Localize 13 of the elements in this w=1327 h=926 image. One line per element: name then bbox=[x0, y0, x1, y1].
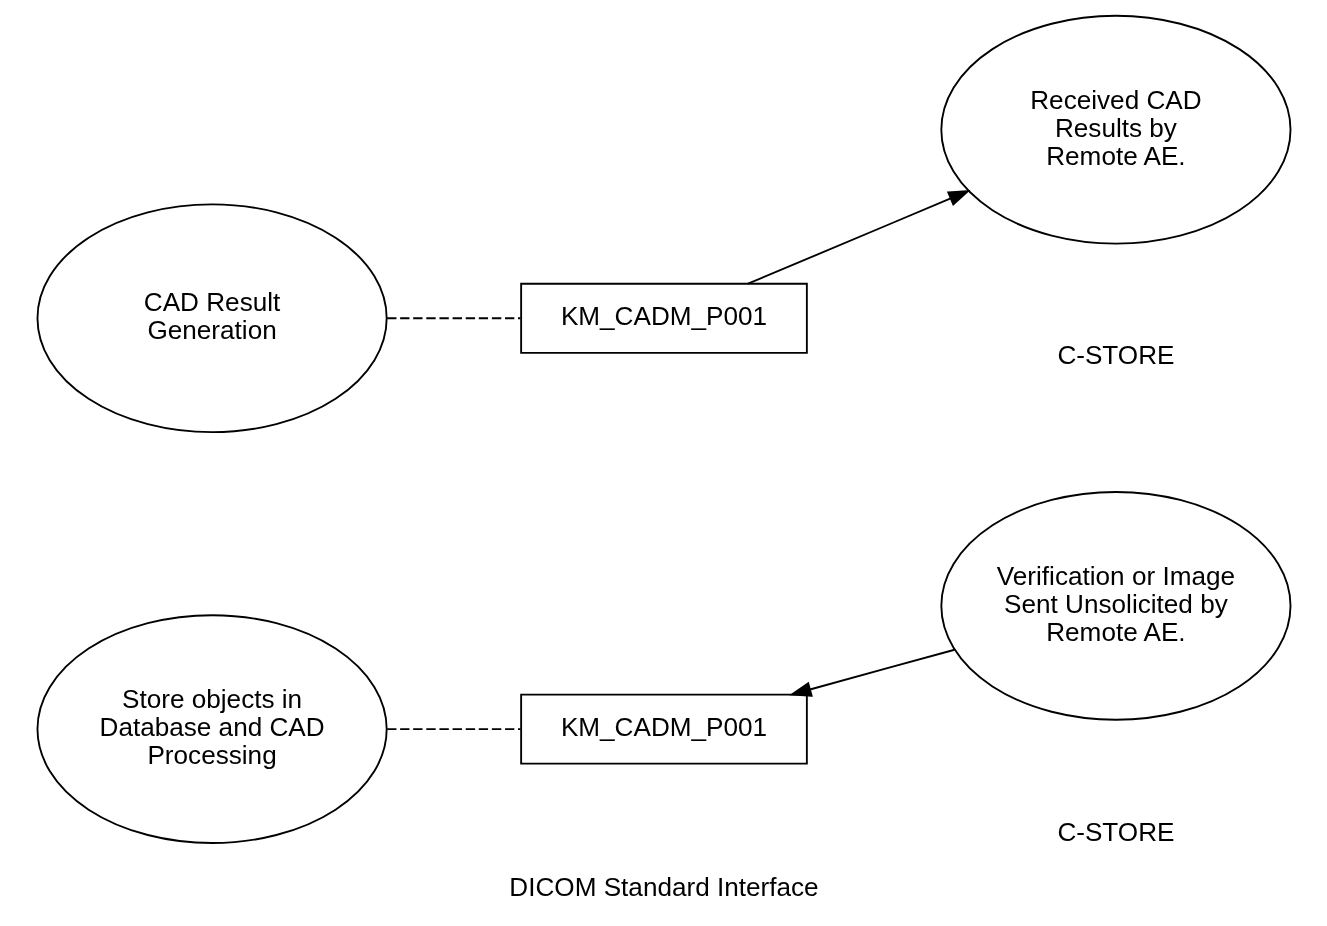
arrow bbox=[746, 190, 971, 285]
node-ellipse: Received CAD Results by Remote AE. bbox=[939, 14, 1291, 245]
node-box: KM_CADM_P001 bbox=[519, 693, 808, 765]
caption: DICOM Standard Interface bbox=[508, 871, 819, 902]
label: C-STORE bbox=[1056, 816, 1174, 847]
connector bbox=[385, 317, 521, 320]
node-ellipse: Verification or Image Sent Unsolicited by Remote AE. bbox=[939, 491, 1291, 721]
node-box: KM_CADM_P001 bbox=[519, 282, 808, 354]
arrow bbox=[788, 648, 955, 697]
node-ellipse: Store objects in Database and CAD Processing bbox=[36, 614, 388, 844]
node-ellipse: CAD Result Generation bbox=[36, 203, 388, 434]
label: C-STORE bbox=[1056, 340, 1174, 371]
connector bbox=[385, 728, 521, 731]
